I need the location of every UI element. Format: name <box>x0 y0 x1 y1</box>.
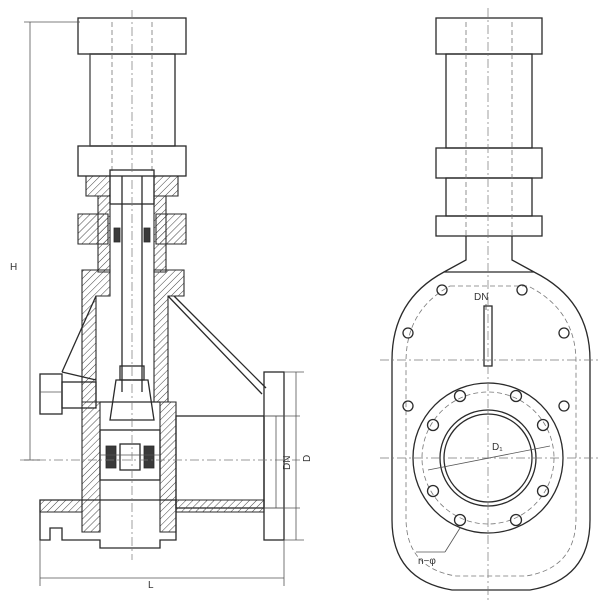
label-nominal-diameter: DN <box>282 456 293 470</box>
yoke-section <box>77 169 187 273</box>
front-section-view <box>20 10 300 560</box>
label-outer-diameter: D <box>302 455 313 462</box>
side-cylinder <box>435 17 543 237</box>
label-length: L <box>148 580 154 591</box>
dimension-labels: H L DN D DN D₁ n−φ <box>10 262 503 591</box>
label-bolt-circle-diameter: D₁ <box>492 442 503 453</box>
valve-stem <box>121 176 143 392</box>
side-outer-bolts <box>402 284 570 412</box>
side-neck <box>443 236 535 273</box>
side-body <box>391 271 591 591</box>
side-flange-bolt-holes <box>426 389 550 527</box>
label-side-nominal-diameter: DN <box>474 292 488 303</box>
right-flange <box>175 371 285 541</box>
base-frame <box>39 499 265 549</box>
side-view <box>380 8 598 600</box>
left-flange <box>39 373 97 415</box>
dimension-lines <box>24 21 551 586</box>
label-height: H <box>10 262 17 273</box>
label-bolt-holes: n−φ <box>418 556 436 567</box>
